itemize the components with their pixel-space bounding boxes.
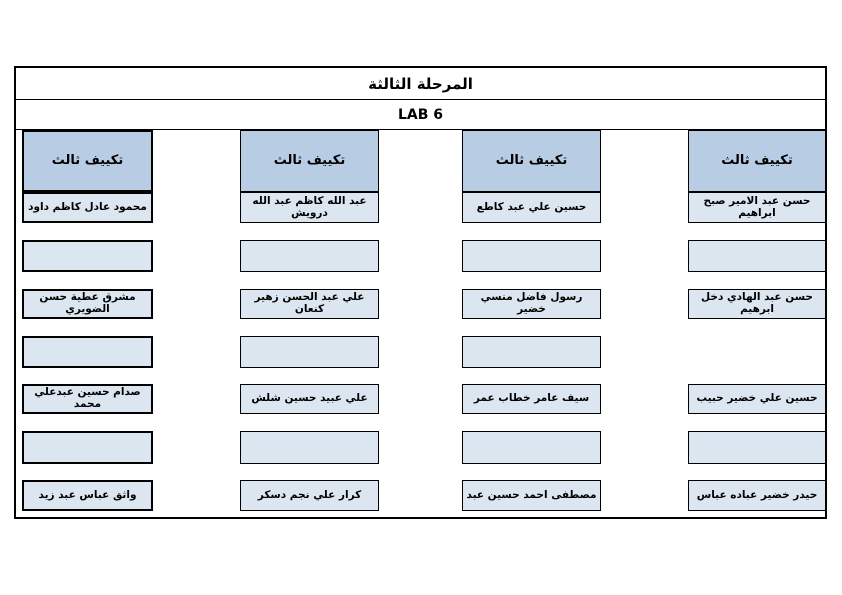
student-name-cell: حسن عبد الهادي دخل ابرهيم [688,289,826,319]
student-name-cell: رسول فاضل منسي خضير [462,289,601,319]
student-name-cell: علي عبيد حسين شلش [240,384,379,414]
student-name-cell: عبد الله كاظم عبد الله درويش [240,192,379,223]
empty-seat-cell [462,336,601,368]
student-name-cell: كرار علي نجم دسكر [240,480,379,511]
empty-seat-cell [22,431,153,464]
group-header-cell: تكييف ثالث [688,130,826,192]
student-name-cell: حسين علي عبد كاطع [462,192,601,223]
group-header-cell: تكييف ثالث [22,130,153,192]
empty-seat-cell [22,336,153,368]
student-name-cell: صدام حسين عبدعلي محمد [22,384,153,414]
empty-seat-cell [240,240,379,272]
page-title: المرحلة الثالثة [16,68,825,100]
student-name-cell: مصطفى احمد حسين عبد [462,480,601,511]
empty-seat-cell [688,431,826,464]
student-name-cell: محمود عادل كاظم داود [22,192,153,223]
student-name-cell: علي عبد الحسن زهير كنعان [240,289,379,319]
student-name-cell: مشرق عطية حسن الضويري [22,289,153,319]
group-header-cell: تكييف ثالث [240,130,379,192]
empty-seat-cell [462,431,601,464]
student-name-cell: حسين علي خضير حبيب [688,384,826,414]
student-name-cell: سيف عامر خطاب عمر [462,384,601,414]
empty-seat-cell [240,431,379,464]
empty-seat-cell [462,240,601,272]
group-header-cell: تكييف ثالث [462,130,601,192]
student-name-cell: واثق عباس عبد زيد [22,480,153,511]
empty-seat-cell [240,336,379,368]
empty-seat-cell [688,240,826,272]
student-name-cell: حيدر خضير عباده عباس [688,480,826,511]
empty-seat-cell [22,240,153,272]
student-name-cell: حسن عبد الامير صبح ابراهيم [688,192,826,223]
lab-title: LAB 6 [16,100,825,130]
